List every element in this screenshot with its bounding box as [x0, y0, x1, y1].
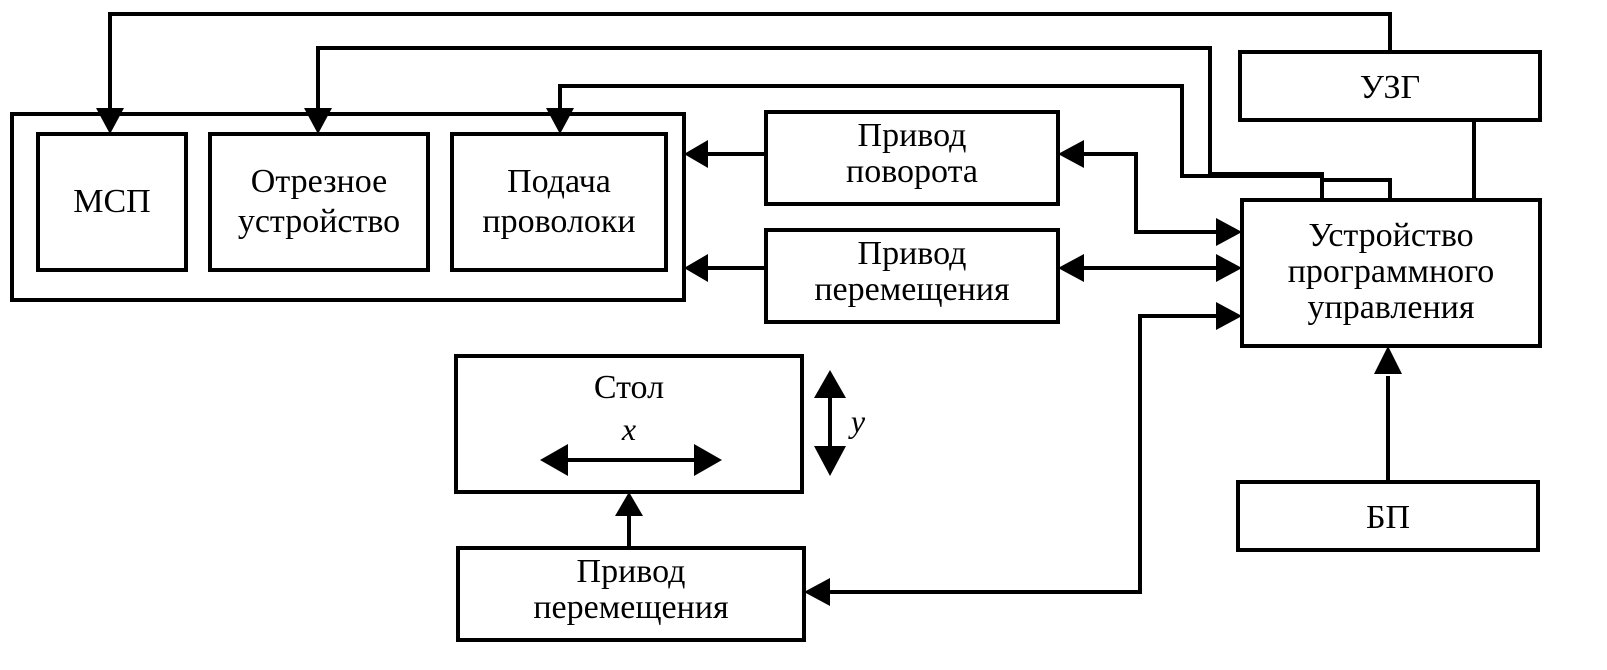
cutter-label-line-1: Отрезное	[251, 163, 387, 200]
power-unit-label: БП	[1366, 499, 1410, 536]
control-to-move-drive-lower-line	[828, 314, 1220, 594]
control-to-wire-feed-line	[558, 84, 1324, 200]
arrowhead-move-lower-in	[804, 578, 830, 606]
arrowhead-control-in-1	[1216, 218, 1242, 246]
wire-feed-label-line-2: проволоки	[482, 203, 635, 240]
arrowhead-msp	[96, 108, 124, 134]
cutter-label-line-2: устройство	[238, 203, 400, 240]
arrowhead-y-up	[814, 370, 846, 398]
y-axis-label: y	[848, 403, 866, 439]
arrowhead-power-to-control	[1374, 346, 1402, 374]
wire-feed-block	[450, 132, 668, 272]
move-drive-lower-label-line-1: Привод	[577, 553, 686, 590]
uzg-label: УЗГ	[1360, 69, 1420, 106]
arrowhead-rotation-to-frame	[684, 140, 708, 168]
arrowhead-control-in-3	[1216, 302, 1242, 330]
control-unit-label-line-1: Устройство	[1308, 217, 1473, 254]
rotation-drive-label-line-1: Привод	[858, 117, 967, 154]
table-label: Стол	[594, 369, 664, 406]
arrowhead-x-left	[540, 444, 568, 476]
move-drive-upper-label-line-1: Привод	[858, 235, 967, 272]
arrowhead-y-down	[814, 446, 846, 476]
arrowhead-rotation-drive-in	[1058, 140, 1084, 168]
arrowhead-move-upper-in	[1058, 254, 1084, 282]
msp-label: МСП	[73, 183, 150, 220]
wire-feed-label-line-1: Подача	[507, 163, 611, 200]
arrowhead-table-in	[615, 492, 643, 516]
move-drive-upper-label-line-2: перемещения	[814, 271, 1010, 308]
move-drive-upper-block	[764, 228, 1060, 324]
control-unit-label-line-2: программного	[1288, 253, 1495, 290]
arrowhead-move-upper-to-frame	[684, 254, 708, 282]
msp-block	[36, 132, 188, 272]
rotation-drive-control-line	[1082, 152, 1220, 234]
uzg-to-msp-line	[108, 12, 1392, 112]
arrowhead-x-right	[694, 444, 722, 476]
rotation-drive-label-line-2: поворота	[846, 153, 978, 190]
power-unit-block	[1236, 480, 1540, 552]
control-unit-label-line-3: управления	[1308, 289, 1475, 326]
arrowhead-wire-feed	[546, 108, 574, 134]
move-drive-lower-label-line-2: перемещения	[533, 589, 729, 626]
arrowhead-cutter	[304, 108, 332, 134]
move-drive-lower-block	[456, 546, 806, 642]
arrowhead-control-in-2	[1216, 254, 1242, 282]
x-axis-label: x	[621, 411, 636, 447]
control-unit-block	[1240, 198, 1542, 348]
cutter-block	[208, 132, 430, 272]
rotation-drive-block	[764, 110, 1060, 206]
